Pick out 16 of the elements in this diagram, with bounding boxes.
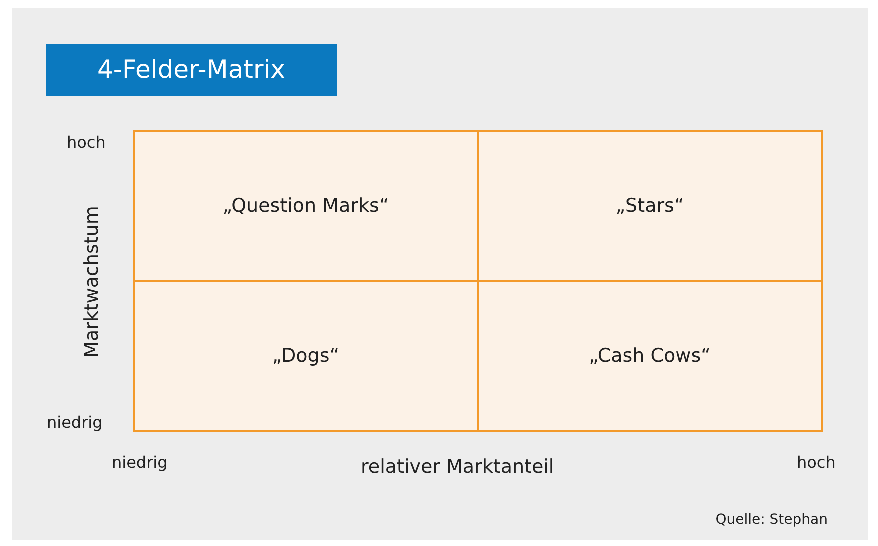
source-note: Quelle: Stephan xyxy=(716,512,828,528)
axis-title: relativer Marktanteil xyxy=(361,456,554,478)
quadrant-label: „Cash Cows“ xyxy=(589,345,711,367)
title-banner: 4-Felder-Matrix xyxy=(46,44,337,96)
axis-title: Marktwachstum xyxy=(81,206,103,358)
axis-tick-label: niedrig xyxy=(112,453,168,472)
matrix-quadrant xyxy=(479,132,821,280)
matrix-quadrant xyxy=(135,282,477,430)
quadrant-label: „Dogs“ xyxy=(272,345,340,367)
axis-tick-label: niedrig xyxy=(47,413,103,432)
matrix-quadrant xyxy=(135,132,477,280)
matrix-quadrant xyxy=(479,282,821,430)
axis-tick-label: hoch xyxy=(67,133,106,152)
axis-tick-label: hoch xyxy=(797,453,836,472)
quadrant-label: „Stars“ xyxy=(616,195,684,217)
quadrant-label: „Question Marks“ xyxy=(222,195,390,217)
